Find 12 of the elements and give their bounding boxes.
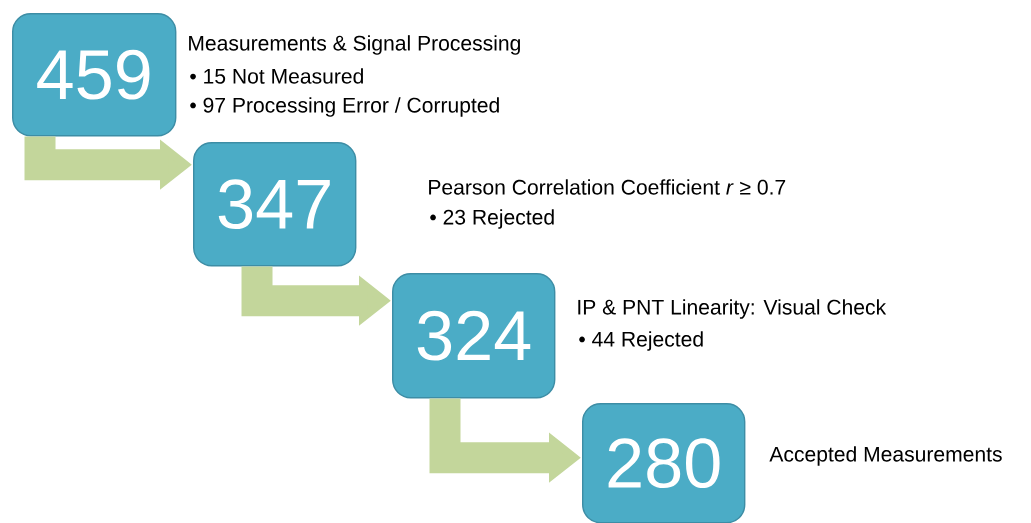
annotation-heading: IP & PNT Linearity: Visual Check [578, 299, 887, 319]
number-box: 324 [392, 273, 556, 399]
bullet-item: • 44 Rejected [579, 331, 703, 351]
bullet-item: • 23 Rejected [430, 209, 554, 229]
number-box: 347 [193, 142, 357, 267]
annotation-heading: Accepted Measurements [769, 446, 1002, 466]
annotation-heading: Pearson Correlation Coefficient r ≥ 0.7 [429, 179, 786, 195]
number-box: 459 [12, 13, 177, 137]
number-box: 280 [582, 403, 746, 523]
bullet-item: • 15 Not Measured [190, 68, 363, 84]
bullet-item: • 97 Processing Error / Corrupted [190, 97, 499, 117]
annotation-heading: Measurements & Signal Processing [189, 35, 520, 55]
